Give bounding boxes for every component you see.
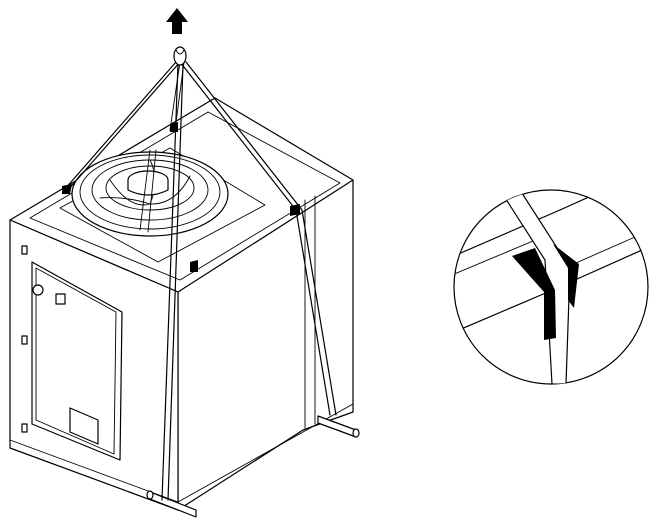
pipe-end bbox=[146, 490, 154, 500]
switch-icon bbox=[55, 293, 66, 305]
access-door bbox=[31, 261, 123, 461]
access-door-inner bbox=[35, 267, 117, 455]
sling-right-2 bbox=[185, 61, 337, 416]
corner-protector bbox=[170, 122, 178, 132]
lifting-pipe-back bbox=[317, 415, 357, 438]
lifting-hook bbox=[173, 46, 187, 66]
sling-left-2 bbox=[67, 61, 181, 191]
lifting-slings bbox=[62, 61, 337, 501]
hook-pin bbox=[175, 49, 185, 55]
sling-front bbox=[161, 63, 179, 501]
detail-view bbox=[453, 189, 649, 385]
control-box bbox=[69, 407, 99, 445]
detail-corner-line bbox=[454, 235, 546, 281]
corner-protector bbox=[190, 260, 198, 272]
fan-blades bbox=[99, 159, 191, 206]
sling-front-2 bbox=[167, 63, 184, 501]
detail-protector-right bbox=[553, 244, 579, 308]
fan-ring-inner bbox=[79, 154, 221, 230]
corner-protector bbox=[290, 204, 300, 216]
lift-up-arrow bbox=[166, 8, 188, 34]
gauge-icon bbox=[32, 284, 44, 296]
hinge-icon bbox=[21, 335, 28, 345]
sling-over-guard bbox=[139, 149, 157, 233]
corner-protector bbox=[62, 184, 72, 194]
detail-protector-left bbox=[512, 248, 556, 340]
pipe-end bbox=[352, 428, 360, 438]
sling-back bbox=[169, 61, 185, 131]
fan-assembly bbox=[71, 151, 229, 237]
detail-edge-top-2 bbox=[559, 190, 648, 211]
front-panel bbox=[21, 245, 123, 461]
fan-motor-body bbox=[127, 180, 169, 196]
unit-base-edge bbox=[9, 403, 354, 503]
arrow-up-icon bbox=[166, 8, 188, 34]
sling-left bbox=[63, 61, 177, 191]
hinge-icon bbox=[21, 245, 28, 255]
hinge-icon bbox=[21, 423, 28, 433]
top-rim bbox=[29, 111, 341, 281]
